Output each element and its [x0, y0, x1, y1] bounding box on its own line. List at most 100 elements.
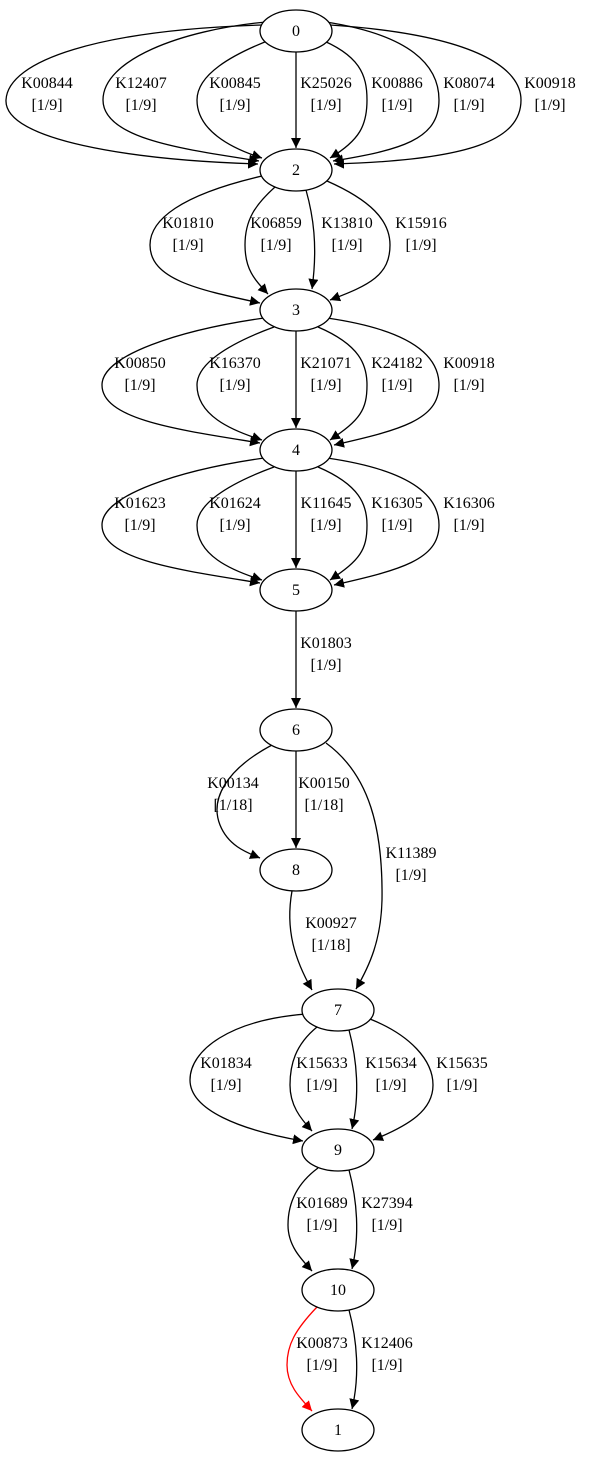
edge-label: K00844[1/9]	[21, 75, 73, 114]
edge-label-fraction: [1/9]	[381, 517, 412, 534]
node-label: 3	[292, 302, 300, 319]
edge-label: K00918[1/9]	[524, 75, 576, 114]
edge-label-ko: K00927	[305, 915, 357, 932]
edge-label-ko: K15634	[365, 1055, 417, 1072]
edge-label-ko: K15916	[395, 215, 447, 232]
edge-label-ko: K01689	[296, 1195, 348, 1212]
edge-label-fraction: [1/9]	[124, 517, 155, 534]
edge-7-to-9-k15635	[369, 1018, 434, 1141]
edge-label-fraction: [1/9]	[219, 97, 250, 114]
edge-label: K11645[1/9]	[301, 495, 352, 534]
edge-label-ko: K12406	[361, 1335, 413, 1352]
edge-label: K15634 [1/9]	[365, 1055, 417, 1094]
edge-label: K16370[1/9]	[209, 355, 261, 394]
edge-label: K00845[1/9]	[209, 75, 261, 114]
edge-arrow	[149, 175, 263, 306]
edge-6-to-7-k11389	[325, 742, 383, 990]
edge-label-ko: K01624	[209, 495, 261, 512]
edge-0-to-2-k00845	[196, 37, 276, 160]
edge-arrow	[244, 186, 276, 295]
node-6: 6	[259, 708, 333, 752]
edge-arrow	[317, 466, 368, 581]
edge-2-to-3-k13810	[305, 189, 319, 290]
edge-4-to-5-k16306	[326, 457, 440, 588]
edge-arrow	[101, 317, 265, 447]
edge-label: K21071[1/9]	[300, 355, 352, 394]
edge-label: K12406 [1/9]	[361, 1335, 413, 1374]
edge-label-fraction: [1/9]	[331, 237, 362, 254]
node-label: 7	[334, 1002, 342, 1019]
edge-label: K15633[1/9]	[296, 1055, 348, 1094]
edge-arrow	[102, 21, 267, 165]
edge-4-to-5-k01624	[196, 466, 275, 582]
edge-0-to-2-k12407	[102, 21, 267, 165]
node-ellipse	[259, 9, 333, 53]
edge-4-to-5-k01623	[101, 457, 265, 587]
edge-label-ko: K00918	[443, 355, 495, 372]
edge-2-to-3-k06859	[244, 186, 276, 295]
edge-0-to-2-k00844	[5, 24, 263, 169]
edge-label-fraction: [1/9]	[381, 97, 412, 114]
edge-arrow	[369, 1018, 434, 1141]
edge-label-ko: K01803	[300, 635, 352, 652]
edge-arrow	[329, 24, 522, 169]
edge-label: K01810[1/9]	[162, 215, 214, 254]
edge-label-ko: K12407	[115, 75, 167, 92]
edge-label-ko: K21071	[300, 355, 352, 372]
edge-label: K00150[1/18]	[298, 775, 350, 814]
node-label: 10	[330, 1282, 346, 1299]
edge-arrow	[348, 1029, 360, 1130]
edge-label: K00873[1/9]	[296, 1335, 348, 1374]
edge-label: K01689[1/9]	[296, 1195, 348, 1234]
edge-label-fraction: [1/9]	[172, 237, 203, 254]
node-ellipse	[301, 1408, 375, 1452]
node-5: 5	[259, 568, 333, 612]
edge-3-to-4-k16370	[196, 326, 275, 442]
edge-label-fraction: [1/9]	[306, 1357, 337, 1374]
node-ellipse	[259, 288, 333, 332]
node-ellipse	[259, 148, 333, 192]
edge-label: K16306[1/9]	[443, 495, 495, 534]
edge-label-fraction: [1/9]	[371, 1357, 402, 1374]
edge-label: K00850 [1/9]	[114, 355, 166, 394]
edge-6-to-8-k00134	[216, 744, 273, 859]
node-ellipse	[259, 428, 333, 472]
edge-label: K16305[1/9]	[371, 495, 423, 534]
edge-label-fraction: [1/18]	[304, 797, 343, 814]
edge-label-fraction: [1/9]	[453, 377, 484, 394]
edge-arrow	[325, 21, 440, 165]
edge-label-ko: K15633	[296, 1055, 348, 1072]
edge-arrow	[286, 1306, 318, 1412]
edge-label: K12407[1/9]	[115, 75, 167, 114]
edge-arrow	[289, 1026, 318, 1132]
edge-label-fraction: [1/9]	[260, 237, 291, 254]
edge-label-fraction: [1/9]	[310, 657, 341, 674]
edge-label-fraction: [1/9]	[124, 377, 155, 394]
node-1: 1	[301, 1408, 375, 1452]
edge-label-fraction: [1/9]	[405, 237, 436, 254]
edge-arrow	[196, 466, 275, 582]
edge-7-to-9-k15633	[289, 1026, 318, 1132]
edge-arrow	[317, 326, 368, 441]
edge-10-to-1-k12406	[348, 1309, 360, 1410]
edge-7-to-9-k01834	[189, 1013, 307, 1145]
edge-3-to-4-k24182	[317, 326, 368, 441]
node-0: 0	[259, 9, 333, 53]
edge-label-fraction: [1/9]	[375, 1077, 406, 1094]
edge-label-fraction: [1/9]	[395, 867, 426, 884]
edge-2-to-3-k01810	[149, 175, 263, 306]
edge-label-fraction: [1/9]	[371, 1217, 402, 1234]
edge-8-to-7-k00927	[289, 890, 313, 991]
node-label: 8	[292, 862, 300, 879]
edge-label-ko: K01623	[114, 495, 166, 512]
edge-label-ko: K27394	[361, 1195, 413, 1212]
edge-arrow	[101, 457, 265, 587]
edge-label-ko: K11389	[386, 845, 437, 862]
node-3: 3	[259, 288, 333, 332]
edge-0-to-2-k00886	[316, 37, 368, 159]
edge-label-ko: K25026	[300, 75, 352, 92]
edge-label-ko: K00850	[114, 355, 166, 372]
edge-arrow	[189, 1013, 307, 1145]
node-label: 5	[292, 582, 300, 599]
